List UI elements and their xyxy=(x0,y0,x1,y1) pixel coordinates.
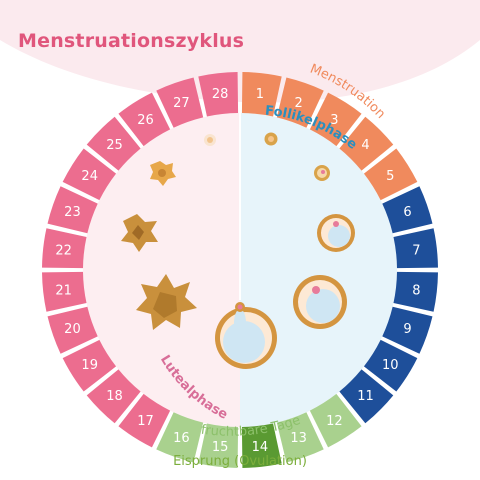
day-label-3: 3 xyxy=(330,113,338,128)
day-segment-12 xyxy=(309,393,362,448)
day-segment-1 xyxy=(241,72,282,117)
day-label-10: 10 xyxy=(382,358,399,373)
day-label-26: 26 xyxy=(137,113,154,128)
day-segment-11 xyxy=(339,369,394,424)
day-label-27: 27 xyxy=(173,96,190,111)
follicle-small-icon xyxy=(264,132,278,146)
day-label-1: 1 xyxy=(256,87,264,102)
day-segment-14 xyxy=(241,423,282,468)
day-label-6: 6 xyxy=(403,205,411,220)
day-segment-22 xyxy=(42,228,87,269)
ovulating-follicle-icon xyxy=(215,302,277,369)
day-segment-18 xyxy=(86,369,141,424)
day-segment-8 xyxy=(393,271,438,312)
day-segment-25 xyxy=(86,116,141,171)
corpus-luteum-medium-icon xyxy=(121,214,158,252)
day-label-21: 21 xyxy=(55,283,72,298)
follicle-small-icon xyxy=(314,165,330,181)
day-segment-24 xyxy=(62,148,117,201)
day-segment-2 xyxy=(276,77,324,128)
day-label-4: 4 xyxy=(361,138,369,153)
day-segment-5 xyxy=(363,148,418,201)
day-segment-28 xyxy=(198,72,239,117)
day-label-22: 22 xyxy=(55,244,72,259)
day-segment-7 xyxy=(393,228,438,269)
ovulation-caption: Eisprung (Ovulation) xyxy=(173,454,307,469)
day-label-8: 8 xyxy=(412,283,420,298)
day-segment-15 xyxy=(198,423,239,468)
day-segment-19 xyxy=(62,339,117,392)
day-segment-16 xyxy=(156,412,204,463)
day-label-17: 17 xyxy=(137,414,154,429)
day-label-14: 14 xyxy=(252,440,269,455)
day-segment-13 xyxy=(276,412,324,463)
corpus-luteum-icon xyxy=(150,161,176,186)
day-label-9: 9 xyxy=(403,322,411,337)
day-segment-27 xyxy=(156,77,204,128)
follicle-medium-icon xyxy=(317,214,355,252)
day-label-24: 24 xyxy=(81,169,98,184)
corpus-luteum-small-icon xyxy=(204,134,216,146)
day-label-25: 25 xyxy=(106,138,123,153)
day-segment-20 xyxy=(47,306,98,354)
day-label-12: 12 xyxy=(326,414,343,429)
day-label-18: 18 xyxy=(106,389,123,404)
day-label-2: 2 xyxy=(294,96,302,111)
day-segment-3 xyxy=(309,92,362,147)
inner-disk xyxy=(83,113,397,427)
day-label-19: 19 xyxy=(81,358,98,373)
day-segment-9 xyxy=(382,306,433,354)
day-label-16: 16 xyxy=(173,431,190,446)
day-segment-23 xyxy=(47,186,98,234)
follicle-illustrations xyxy=(121,132,355,369)
day-label-11: 11 xyxy=(357,389,374,404)
day-label-28: 28 xyxy=(212,87,229,102)
day-label-13: 13 xyxy=(290,431,307,446)
day-segment-10 xyxy=(363,339,418,392)
day-segment-6 xyxy=(382,186,433,234)
day-segment-4 xyxy=(339,116,394,171)
day-segment-17 xyxy=(118,393,171,448)
day-label-5: 5 xyxy=(386,169,394,184)
day-label-23: 23 xyxy=(64,205,81,220)
day-segment-26 xyxy=(118,92,171,147)
page-title: Menstruationszyklus xyxy=(18,30,245,52)
day-segment-21 xyxy=(42,271,87,312)
corpus-luteum-large-icon xyxy=(136,274,197,330)
day-label-20: 20 xyxy=(64,322,81,337)
day-label-15: 15 xyxy=(212,440,229,455)
day-label-7: 7 xyxy=(412,244,420,259)
follicle-large-icon xyxy=(293,275,347,329)
